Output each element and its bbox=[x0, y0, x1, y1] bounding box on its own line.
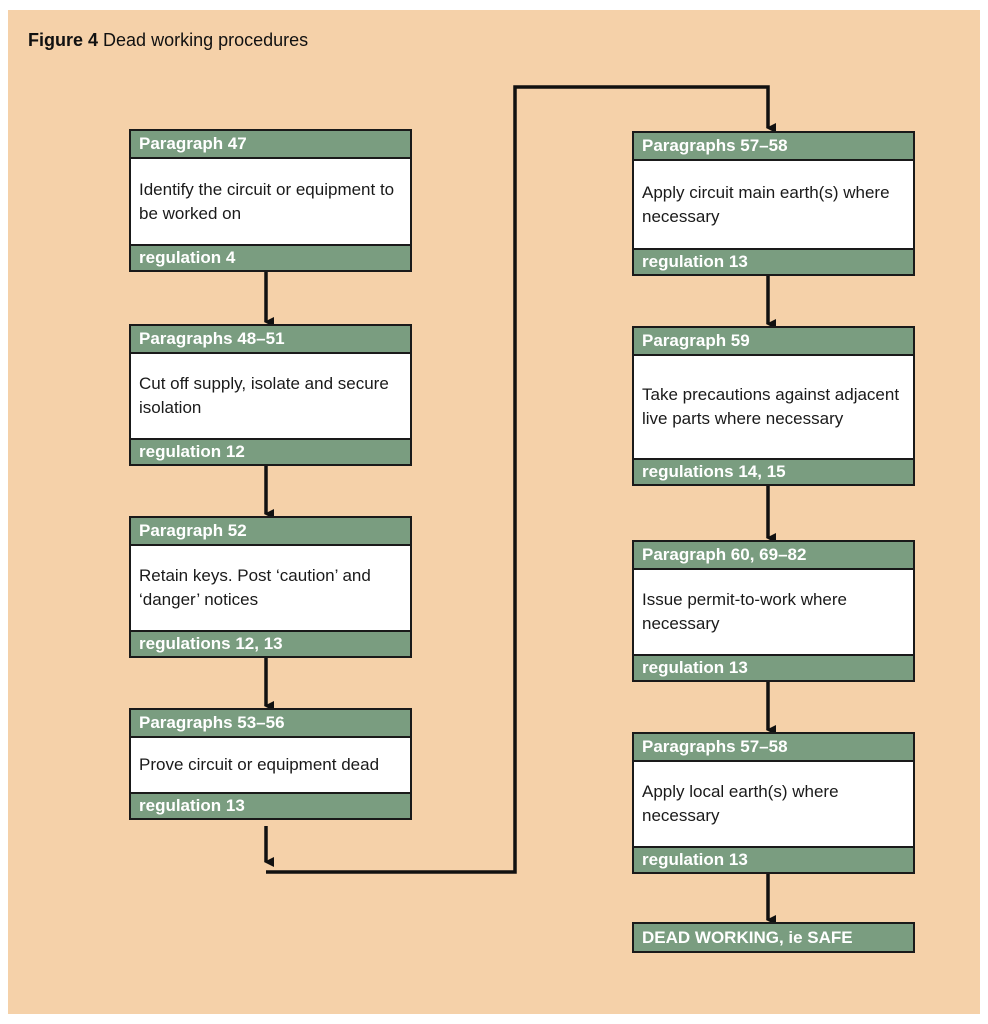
step-description: Apply local earth(s) where necessary bbox=[642, 782, 839, 825]
step-paragraph-header: Paragraph 47 bbox=[131, 131, 410, 159]
step-description: Retain keys. Post ‘caution’ and ‘danger’… bbox=[139, 566, 371, 609]
step-description: Take precautions against adjacent live p… bbox=[642, 385, 900, 428]
step-description: Apply circuit main earth(s) where necess… bbox=[642, 182, 890, 226]
step-paragraph-header: Paragraph 52 bbox=[131, 518, 410, 546]
step-regulation: regulation 4 bbox=[131, 244, 410, 270]
outcome-box: DEAD WORKING, ie SAFE bbox=[632, 922, 915, 953]
step-description: Identify the circuit or equipment to be … bbox=[139, 179, 395, 223]
step-box-paragraphs-53-56: Paragraphs 53–56 Prove circuit or equipm… bbox=[129, 708, 412, 820]
step-box-paragraph-59: Paragraph 59 Take precautions against ad… bbox=[632, 326, 915, 486]
step-paragraph-header: Paragraphs 57–58 bbox=[634, 734, 913, 762]
step-regulation: regulations 12, 13 bbox=[131, 630, 410, 656]
figure-caption: Dead working procedures bbox=[103, 30, 309, 50]
arrow-4-to-5 bbox=[266, 85, 776, 874]
step-description: Cut off supply, isolate and secure isola… bbox=[139, 374, 389, 417]
step-description: Prove circuit or equipment dead bbox=[139, 755, 380, 774]
step-regulation: regulation 13 bbox=[131, 792, 410, 818]
step-box-paragraph-60-69-82: Paragraph 60, 69–82 Issue permit-to-work… bbox=[632, 540, 915, 682]
step-box-paragraphs-57-58-local: Paragraphs 57–58 Apply local earth(s) wh… bbox=[632, 732, 915, 874]
step-paragraph-header: Paragraph 59 bbox=[634, 328, 913, 356]
step-regulation: regulation 12 bbox=[131, 438, 410, 464]
figure-title: Figure 4 Dead working procedures bbox=[28, 30, 308, 51]
step-regulation: regulation 13 bbox=[634, 846, 913, 872]
figure-number: Figure 4 bbox=[28, 30, 99, 50]
step-regulation: regulation 13 bbox=[634, 654, 913, 680]
step-box-paragraph-47: Paragraph 47 Identify the circuit or equ… bbox=[129, 129, 412, 272]
step-box-paragraphs-57-58-main: Paragraphs 57–58 Apply circuit main eart… bbox=[632, 131, 915, 276]
step-paragraph-header: Paragraphs 48–51 bbox=[131, 326, 410, 354]
step-paragraph-header: Paragraphs 57–58 bbox=[634, 133, 913, 161]
step-description: Issue permit-to-work where necessary bbox=[642, 590, 848, 633]
step-paragraph-header: Paragraphs 53–56 bbox=[131, 710, 410, 738]
step-regulation: regulation 13 bbox=[634, 248, 913, 274]
step-paragraph-header: Paragraph 60, 69–82 bbox=[634, 542, 913, 570]
step-regulation: regulations 14, 15 bbox=[634, 458, 913, 484]
step-box-paragraphs-48-51: Paragraphs 48–51 Cut off supply, isolate… bbox=[129, 324, 412, 466]
step-box-paragraph-52: Paragraph 52 Retain keys. Post ‘caution’… bbox=[129, 516, 412, 658]
